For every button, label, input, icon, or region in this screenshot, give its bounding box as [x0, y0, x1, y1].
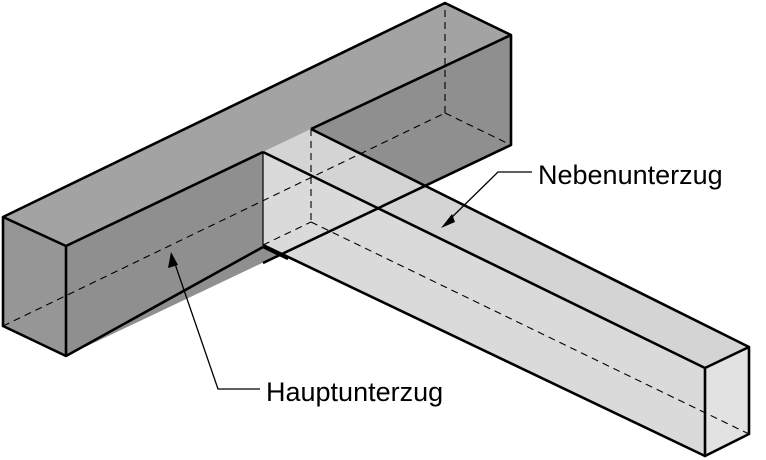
leader-main-beam: [168, 252, 260, 390]
main-beam-end-face: [3, 217, 66, 356]
secondary-beam-side-face: [263, 152, 705, 456]
arrowhead-secondary-beam: [441, 214, 455, 228]
visible-edges: [1, 1, 751, 458]
leader-secondary-beam: [441, 171, 532, 228]
secondary-beam-top-face: [263, 129, 749, 368]
secondary-beam: [263, 129, 749, 456]
label-main-beam: Hauptunterzug: [266, 377, 443, 407]
hidden-edges: [2, 3, 750, 435]
label-secondary-beam: Nebenunterzug: [538, 160, 723, 190]
arrowhead-main-beam: [168, 252, 178, 268]
main-beam-top-face: [3, 3, 511, 246]
